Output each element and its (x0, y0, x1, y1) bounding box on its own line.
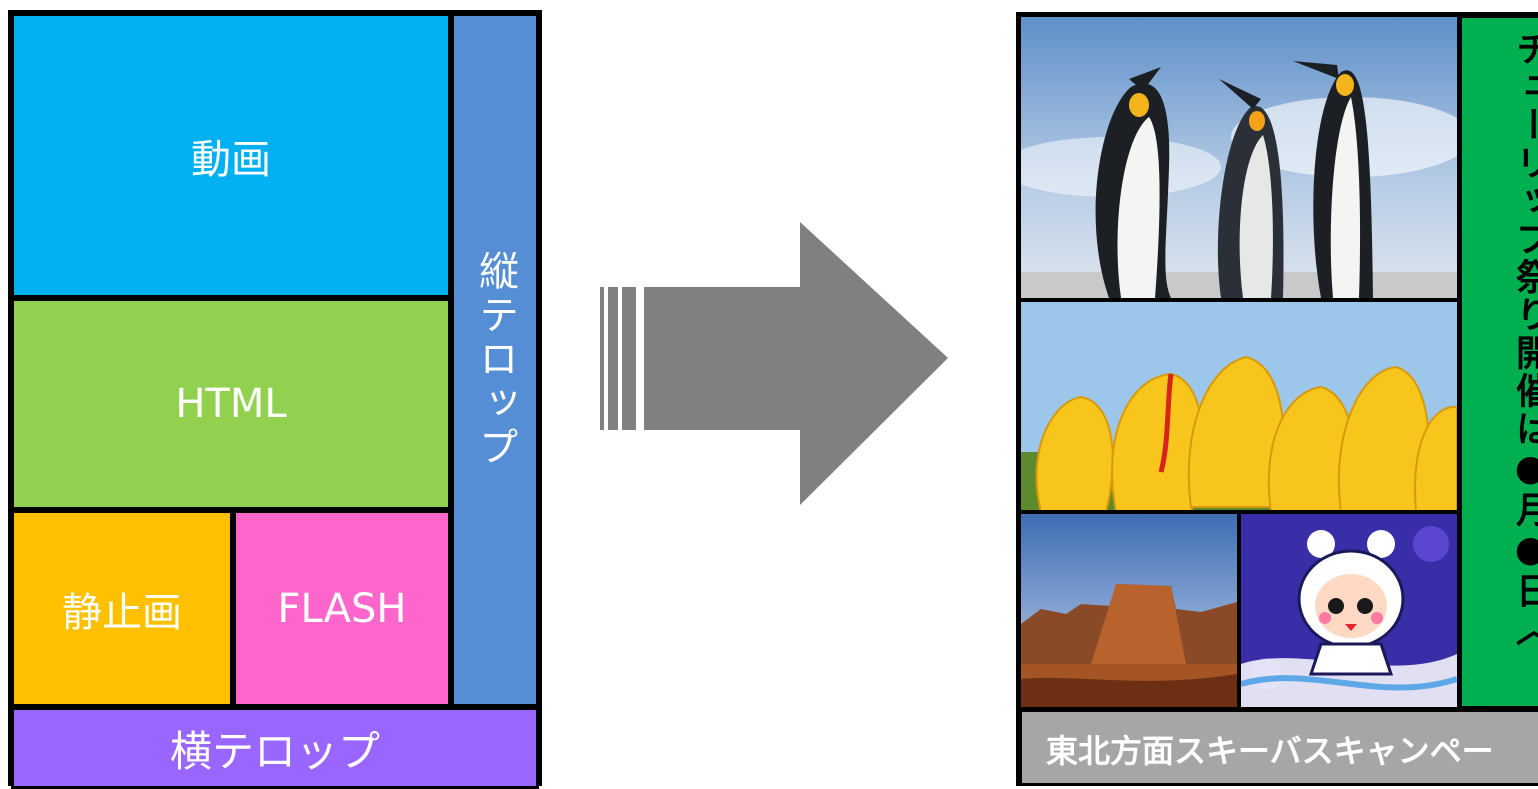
html-zone-label: HTML (175, 381, 287, 427)
desert-still-panel (1019, 512, 1239, 709)
horizontal-ticker-zone: 横テロップ (11, 707, 539, 789)
video-zone: 動画 (11, 13, 451, 298)
tulip-html-panel (1019, 300, 1459, 512)
vertical-ticker-text: チューリップ祭り開催は●月●日〈 (1510, 30, 1538, 648)
flash-zone: FLASH (233, 510, 451, 707)
video-zone-label: 動画 (191, 136, 271, 183)
signage-preview: チューリップ祭り開催は●月●日〈 東北方面スキーバスキャンペー (1016, 12, 1538, 786)
flash-zone-label: FLASH (277, 585, 407, 632)
still-image-zone: 静止画 (11, 510, 233, 707)
horizontal-ticker-preview: 東北方面スキーバスキャンペー (1019, 709, 1538, 783)
horizontal-ticker-text: 東北方面スキーバスキャンペー (1046, 732, 1494, 770)
horizontal-ticker-zone-label: 横テロップ (169, 726, 380, 776)
right-arrow-icon (598, 220, 950, 510)
penguin-video-panel (1019, 15, 1459, 300)
html-zone: HTML (11, 298, 451, 510)
vertical-ticker-preview: チューリップ祭り開催は●月●日〈 (1459, 15, 1538, 709)
vertical-ticker-zone-label: 縦テロップ (472, 250, 518, 470)
still-image-zone-label: 静止画 (62, 589, 182, 636)
vertical-ticker-zone: 縦テロップ (451, 13, 539, 707)
character-flash-panel (1239, 512, 1459, 709)
layout-diagram: 動画 HTML 静止画 FLASH 縦テロップ 横テロップ (8, 10, 542, 789)
